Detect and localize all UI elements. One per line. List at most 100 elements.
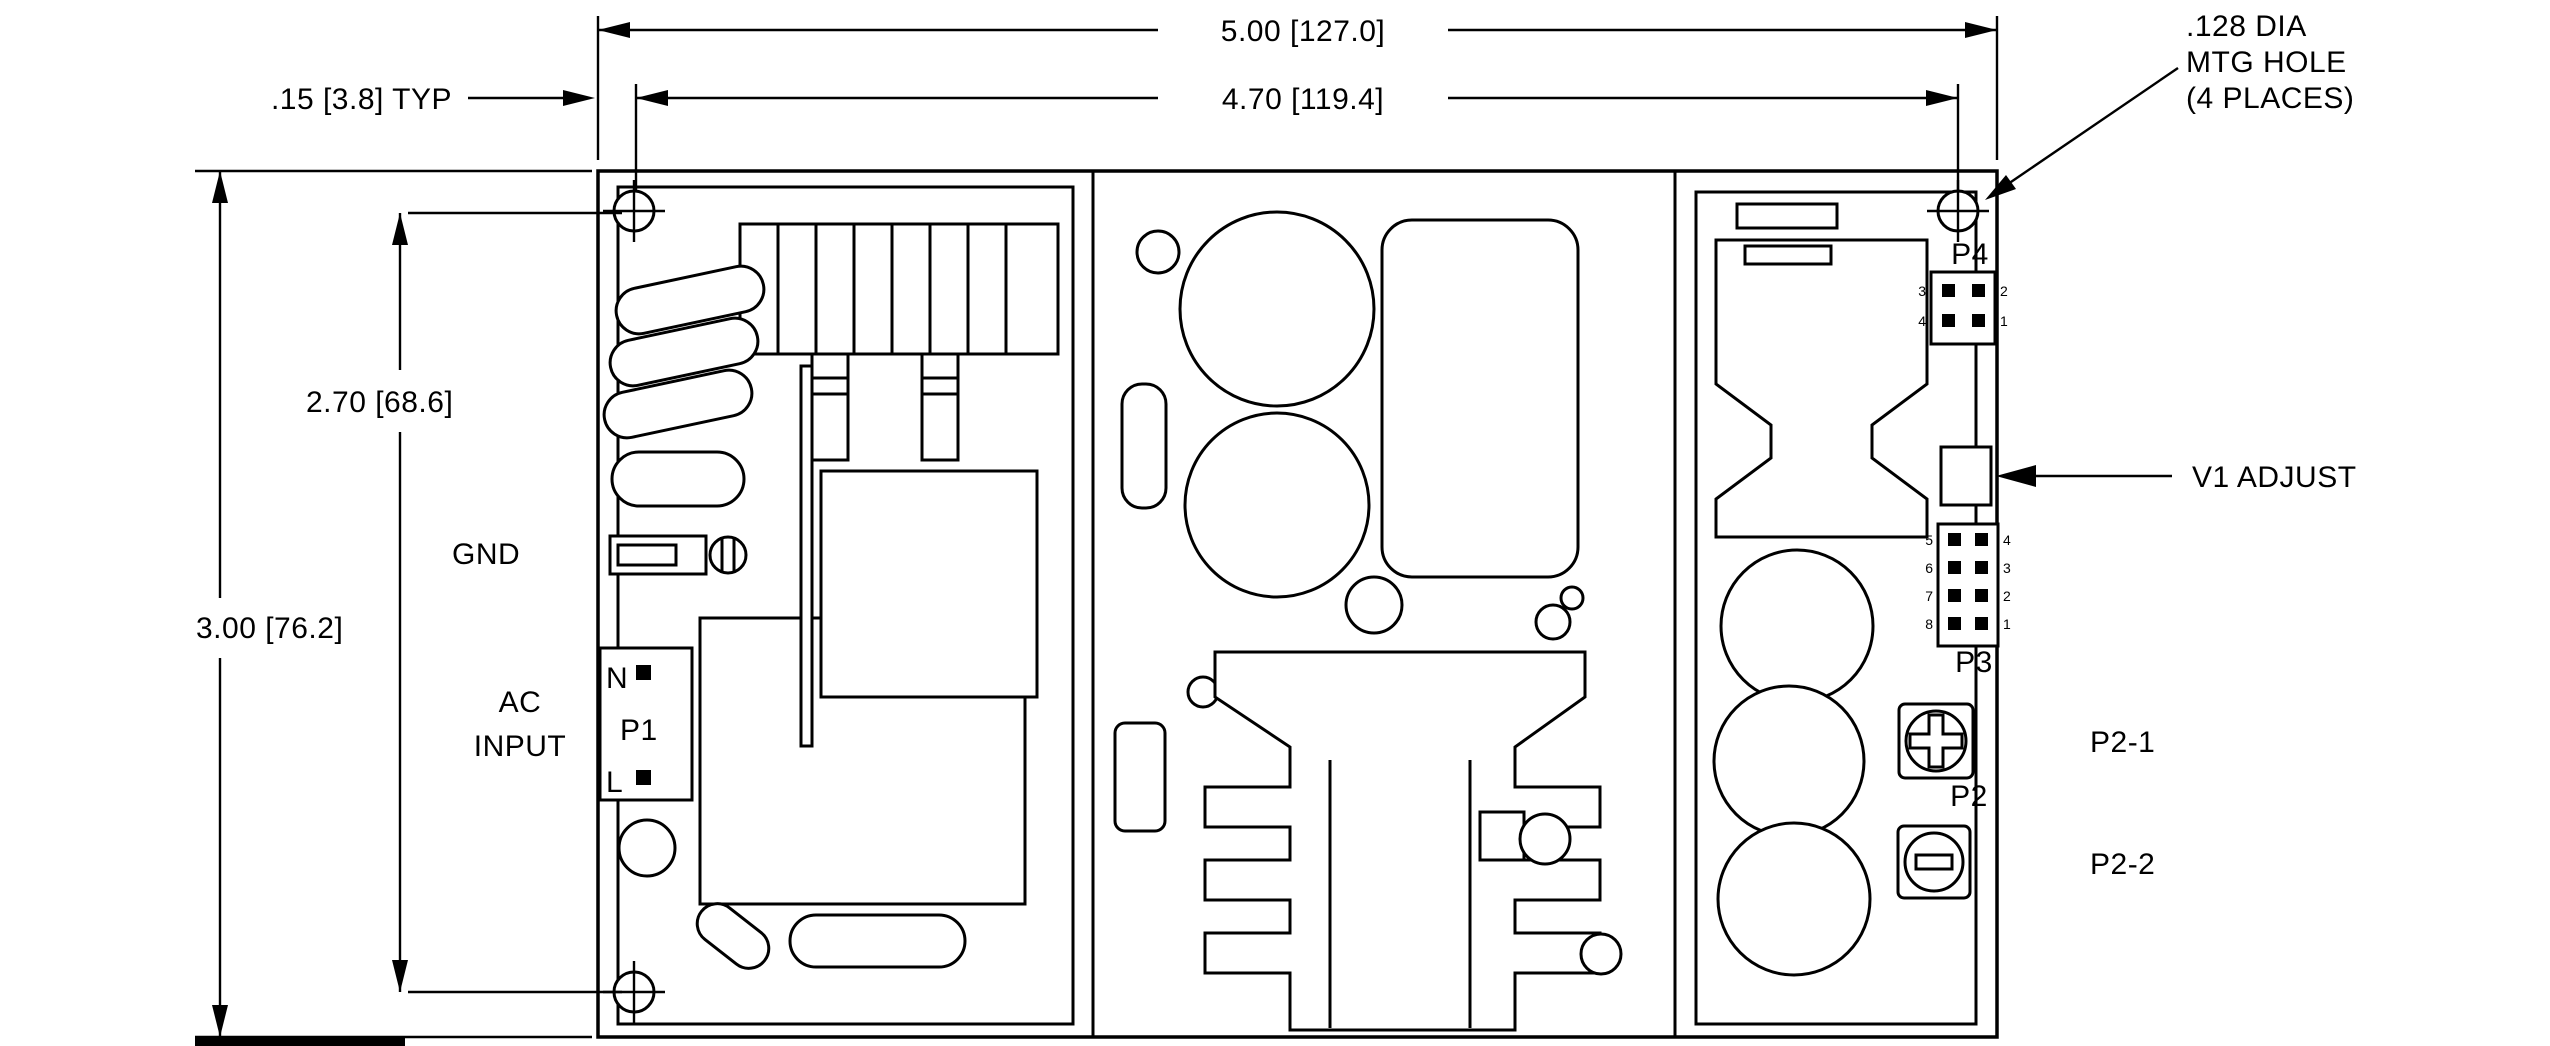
heatsink-profile	[1203, 650, 1602, 1032]
dimension-edge-offset: .15 [3.8] TYP	[271, 83, 595, 116]
center-section	[1113, 210, 1623, 1032]
text-mask	[300, 376, 470, 424]
p3-pin	[1948, 617, 1961, 630]
p4-connector: P4 3 2 4 1	[1918, 238, 2008, 346]
bottom-capacitor	[788, 913, 967, 969]
p3-pin-number: 6	[1925, 560, 1933, 576]
v1-adjust-label: V1 ADJUST	[2192, 461, 2357, 494]
output-header	[1735, 202, 1839, 230]
film-capacitor	[1113, 721, 1167, 833]
p4-pin	[1942, 314, 1955, 327]
p4-pin	[1972, 314, 1985, 327]
bulk-capacitor-2	[1183, 411, 1371, 599]
pfc-choke	[819, 469, 1039, 699]
slot-icon	[1914, 853, 1954, 871]
heatsink	[1203, 650, 1623, 1032]
hole-height-value: 2.70 [68.6]	[306, 386, 453, 419]
p4-pin-number: 1	[2000, 313, 2008, 329]
v1-adjust-callout: V1 ADJUST	[1996, 461, 2357, 494]
p4-housing	[1929, 270, 1997, 346]
heatsink-clip	[1478, 810, 1526, 862]
left-module-frame	[616, 185, 1075, 1026]
output-transformer	[1714, 238, 1929, 539]
p2-label: P2	[1950, 780, 1988, 813]
p3-pin-number: 5	[1925, 532, 1933, 548]
ac-label-line1: AC	[499, 686, 542, 719]
standoff-strip	[799, 364, 814, 748]
ac-label-line2: INPUT	[474, 730, 567, 763]
p3-pin	[1975, 617, 1988, 630]
arrowhead-icon	[392, 960, 408, 992]
capacitor-radial	[610, 450, 746, 508]
p4-label: P4	[1951, 238, 1989, 271]
gnd-label: GND	[452, 538, 520, 571]
p3-pin-number: 7	[1925, 588, 1933, 604]
arrowhead-icon	[212, 171, 228, 203]
arrowhead-icon	[598, 22, 630, 38]
small-capacitor	[1344, 575, 1404, 635]
callouts: .128 DIA MTG HOLE (4 PLACES) V1 ADJUST G…	[452, 10, 2357, 881]
winding	[602, 368, 754, 440]
inductor-winding-stack	[602, 264, 766, 440]
output-capacitor-1	[1719, 548, 1875, 704]
p3-pin	[1948, 589, 1961, 602]
bulk-capacitor-1	[1178, 210, 1376, 408]
p1-line-pin	[636, 770, 651, 785]
p3-pin-number: 2	[2003, 588, 2011, 604]
edge-offset-value: .15 [3.8] TYP	[271, 83, 452, 116]
bottom-small-capacitor	[695, 902, 771, 970]
winding	[608, 316, 760, 388]
input-transformer	[738, 222, 1060, 462]
small-capacitor	[617, 818, 677, 878]
p3-pin-number: 8	[1925, 616, 1933, 632]
dimension-overall-width: 5.00 [127.0]	[596, 15, 1999, 160]
p3-pin	[1948, 533, 1961, 546]
output-transformer-slot	[1743, 244, 1833, 266]
mtg-hole-note-line1: .128 DIA	[2186, 10, 2307, 43]
mtg-hole-note-line2: MTG HOLE	[2186, 46, 2347, 79]
p1-neutral-label: N	[606, 662, 628, 695]
output-capacitor-2	[1712, 684, 1866, 838]
hole-width-value: 4.70 [119.4]	[1222, 83, 1384, 116]
leader-line	[2007, 67, 2179, 185]
p3-pin	[1975, 533, 1988, 546]
bottom-edge-mark	[195, 1038, 405, 1046]
p2-trimpots: P2	[1896, 702, 1988, 900]
p4-pin-number: 4	[1918, 313, 1926, 329]
ac-input-label: AC INPUT	[474, 686, 567, 763]
p3-connector: 5 6 7 8 4 3 2 1 P3	[1925, 522, 2011, 679]
heatsink-screw	[1518, 812, 1572, 866]
p1-label: P1	[620, 714, 658, 747]
v1-adjust-pot	[1939, 445, 1993, 507]
ground-lug	[608, 534, 748, 576]
output-capacitor-3	[1716, 821, 1872, 977]
p4-pin	[1942, 284, 1955, 297]
dimensions: 5.00 [127.0] 4.70 [119.4] .15 [3.8] TYP	[184, 15, 1999, 1046]
p3-pin-number: 3	[2003, 560, 2011, 576]
dimension-hole-height: 2.70 [68.6]	[300, 211, 622, 994]
p1-line-label: L	[606, 766, 623, 799]
transformer-body	[738, 222, 1060, 356]
p2-2-label: P2-2	[2090, 848, 2155, 881]
p3-label: P3	[1955, 646, 1993, 679]
p4-pin-number: 2	[2000, 283, 2008, 299]
p4-pin-number: 3	[1918, 283, 1926, 299]
p4-pin	[1972, 284, 1985, 297]
arrowhead-icon	[563, 90, 595, 106]
arrowhead-icon	[1996, 465, 2036, 487]
p3-pin-number: 1	[2003, 616, 2011, 632]
mtg-hole-callout: .128 DIA MTG HOLE (4 PLACES)	[1985, 10, 2354, 200]
p3-pin	[1975, 589, 1988, 602]
small-electrolytic	[1135, 229, 1181, 275]
phillips-cross-icon	[1908, 713, 1964, 769]
arrowhead-icon	[636, 90, 668, 106]
overall-width-value: 5.00 [127.0]	[1221, 15, 1385, 48]
text-mask	[184, 602, 370, 650]
heatsink-screw	[1579, 932, 1623, 976]
arrowhead-icon	[1926, 90, 1958, 106]
dimension-overall-height: 3.00 [76.2]	[184, 169, 592, 1039]
mounting-hole-top-left	[603, 180, 665, 242]
transformer-leg	[920, 352, 960, 462]
ac-input-module: N P1 L	[598, 222, 1060, 970]
